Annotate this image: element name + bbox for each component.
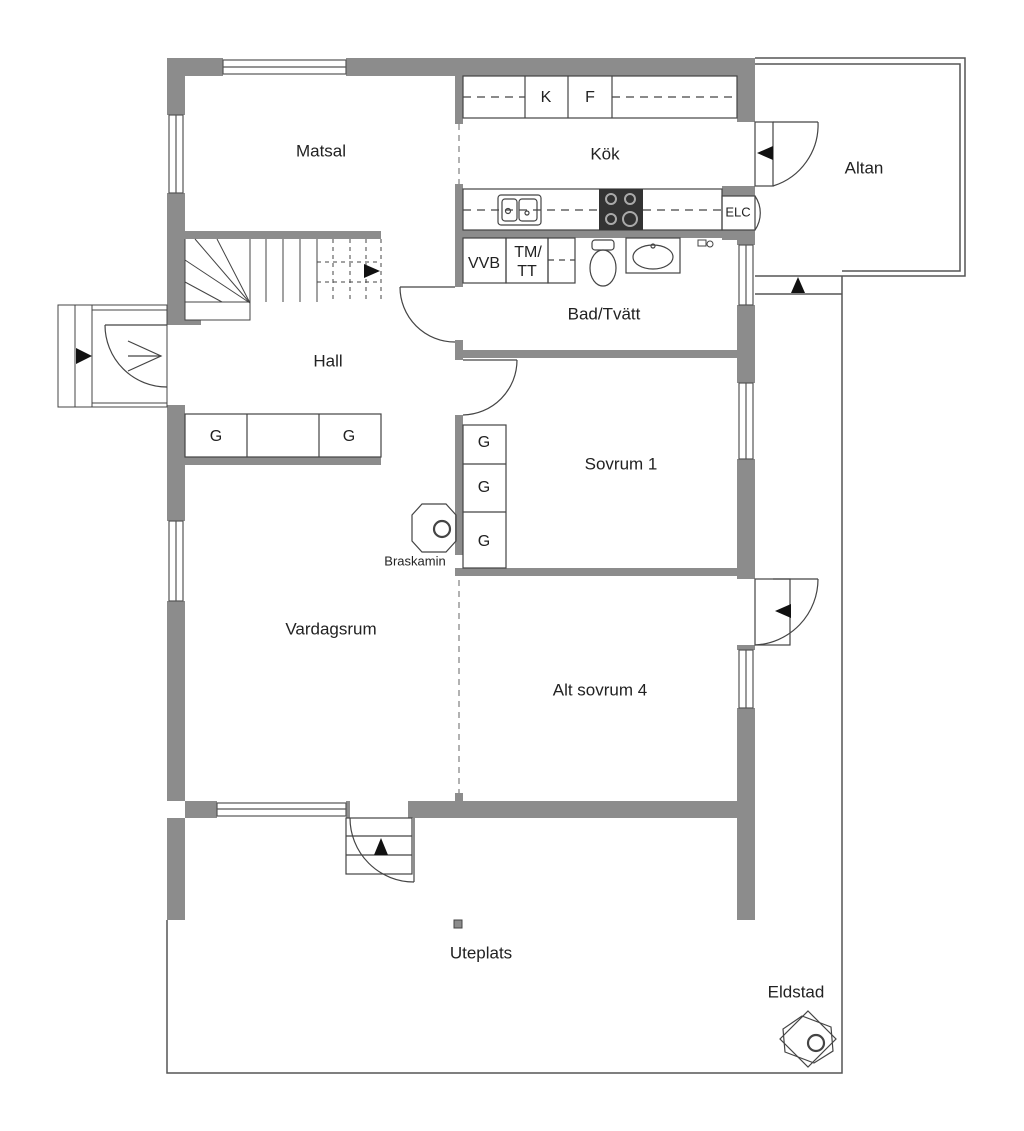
eldstad-label: Eldstad — [768, 982, 825, 1001]
room-label-uteplats: Uteplats — [450, 943, 512, 962]
washbasin-icon — [625, 237, 681, 274]
deck-outline — [755, 57, 966, 295]
hall-wardrobes — [184, 413, 382, 458]
fire-pit-icon — [779, 1010, 837, 1068]
freezer-label: F — [585, 89, 595, 106]
room-label-hall: Hall — [313, 351, 342, 370]
room-label-bad-tvatt: Bad/Tvätt — [568, 304, 641, 323]
front-door-swing — [104, 324, 168, 388]
room-label-kok: Kök — [590, 144, 620, 163]
elc-cabinet — [721, 195, 756, 231]
door-swings — [345, 121, 819, 883]
hall-wardrobe-label-2: G — [343, 428, 355, 445]
room-label-alt-sovrum-4: Alt sovrum 4 — [553, 680, 647, 699]
patio-outline — [166, 276, 843, 1074]
stove-icon — [599, 189, 643, 230]
stair-direction-arrow-icon — [364, 264, 380, 278]
bedroom-door-arrow-icon — [775, 604, 791, 618]
room-label-sovrum-1: Sovrum 1 — [585, 454, 658, 473]
braskamin-label: Braskamin — [384, 553, 445, 568]
vvb-label: VVB — [468, 255, 500, 272]
room-label-altan: Altan — [845, 158, 884, 177]
bedroom-wardrobes — [462, 424, 507, 569]
room-label-vardagsrum: Vardagsrum — [285, 619, 376, 638]
sink-icon — [497, 194, 542, 226]
tm-tt-label-2: TT — [517, 263, 537, 280]
living-door-arrow-icon — [374, 838, 388, 855]
hall-wardrobe-label-1: G — [210, 428, 222, 445]
bedroom-wardrobe-label-3: G — [478, 533, 490, 550]
deck-arrow-icon — [791, 277, 805, 293]
entry-arrow-icon — [76, 348, 92, 364]
kitchen-door-arrow-icon — [757, 146, 773, 160]
bedroom-wardrobe-label-2: G — [478, 479, 490, 496]
bathroom-fixtures — [462, 237, 576, 284]
toilet-icon — [589, 239, 617, 287]
kitchen-upper-counter — [462, 75, 738, 119]
fridge-label: K — [541, 89, 552, 106]
walls — [167, 58, 755, 920]
room-label-matsal: Matsal — [296, 141, 346, 160]
bedroom-wardrobe-label-1: G — [478, 434, 490, 451]
patio-post — [453, 919, 463, 929]
tap-icon — [697, 239, 714, 248]
windows — [168, 59, 754, 817]
staircase — [184, 238, 382, 321]
fireplace-icon — [411, 503, 457, 553]
tm-tt-label-1: TM/ — [514, 244, 542, 261]
elc-label: ELC — [725, 204, 750, 219]
